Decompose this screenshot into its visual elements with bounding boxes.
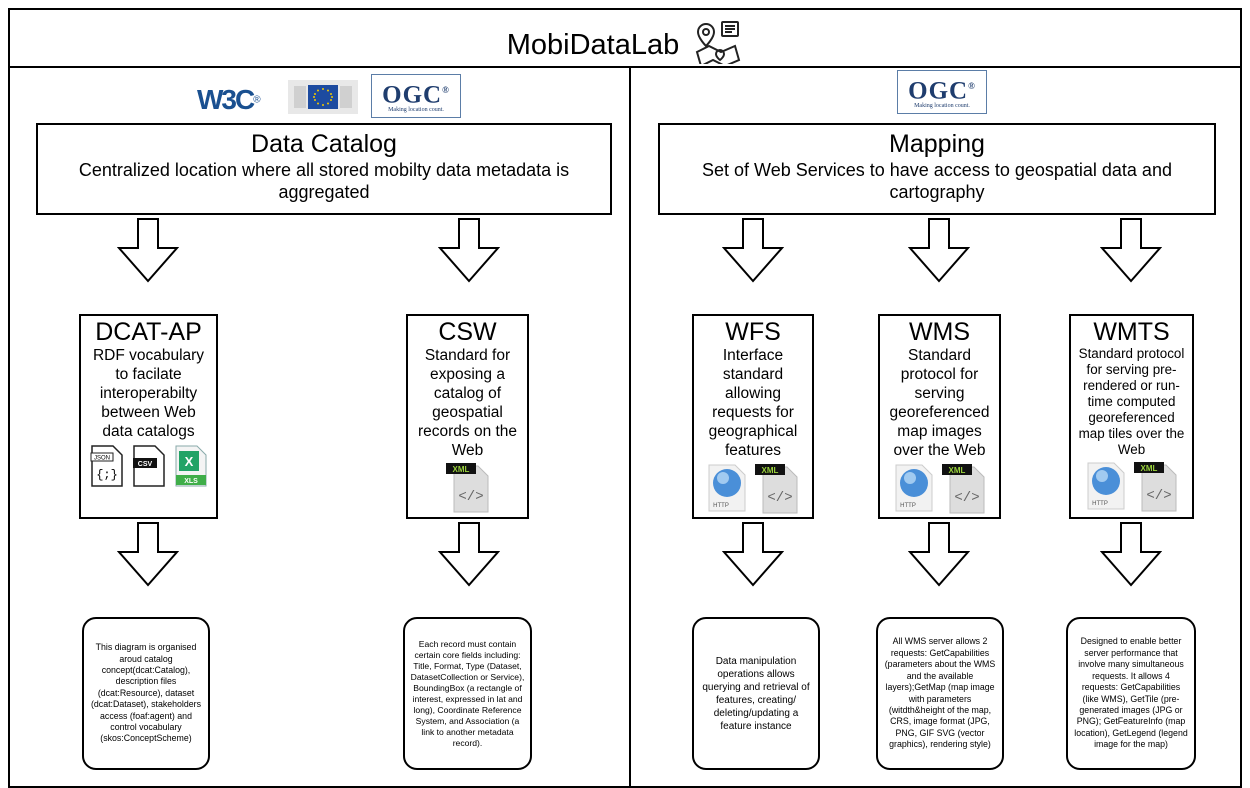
ogc-logo-left: OGC® Making location count. (371, 74, 461, 118)
svg-text:</>: </> (458, 489, 483, 505)
note-text: Designed to enable better server perform… (1074, 636, 1188, 750)
svg-text:HTTP: HTTP (900, 503, 916, 509)
note-text: All WMS server allows 2 requests: GetCap… (884, 636, 996, 750)
note-text: This diagram is organised aroud catalog … (90, 642, 201, 744)
arrow-down (722, 218, 784, 283)
ogc-logo-right: OGC® Making location count. (897, 70, 987, 114)
arrow-down (908, 218, 970, 283)
standard-name: WMS (908, 318, 971, 346)
svg-text:JSON: JSON (93, 456, 109, 462)
csw-note: Each record must contain certain core fi… (403, 617, 532, 770)
wfs-box: WFS Interface standard allowing requests… (692, 314, 814, 519)
wms-note: All WMS server allows 2 requests: GetCap… (876, 617, 1004, 770)
mapping-title: Mapping (889, 130, 985, 158)
arrow-down (1100, 522, 1162, 587)
svg-text:XML: XML (762, 466, 779, 475)
title-row: MobiDataLab (0, 20, 1250, 72)
http-file-icon: HTTP (1087, 462, 1124, 510)
svg-text:</>: </> (1146, 488, 1171, 504)
file-icons: JSON {;} CSV X XLS (85, 445, 212, 487)
w3c-logo: W3C® (197, 84, 261, 115)
page-title: MobiDataLab (506, 28, 680, 61)
map-location-icon (693, 20, 743, 72)
data-catalog-title: Data Catalog (251, 130, 397, 158)
arrow-down (117, 522, 179, 587)
svg-text:HTTP: HTTP (1092, 501, 1108, 507)
arrow-down (908, 522, 970, 587)
svg-text:HTTP: HTTP (713, 503, 729, 509)
wfs-note: Data manipulation operations allows quer… (692, 617, 820, 770)
standard-description: Standard protocol for serving georeferen… (889, 347, 990, 459)
standard-description: RDF vocabulary to facilate interoperabil… (92, 347, 205, 440)
http-file-icon: HTTP (895, 464, 932, 512)
dcat-ap-box: DCAT-AP RDF vocabulary to facilate inter… (79, 314, 218, 519)
file-icons: HTTP XML </> (698, 463, 808, 515)
file-icons: HTTP XML </> (884, 463, 995, 515)
standard-name: CSW (438, 318, 497, 346)
xls-file-icon: X XLS (175, 445, 206, 487)
title-bar (8, 8, 1242, 68)
standard-description: Standard protocol for serving pre-render… (1078, 346, 1185, 457)
svg-text:{;}: {;} (96, 468, 118, 482)
dcat-ap-note: This diagram is organised aroud catalog … (82, 617, 210, 770)
wms-box: WMS Standard protocol for serving georef… (878, 314, 1001, 519)
svg-text:XML: XML (1140, 464, 1157, 473)
svg-text:XML: XML (948, 466, 965, 475)
arrow-down (1100, 218, 1162, 283)
standard-name: DCAT-AP (95, 318, 202, 346)
svg-text:X: X (184, 454, 193, 469)
w3c-registered-mark: ® (253, 94, 261, 106)
standard-name: WMTS (1093, 318, 1170, 346)
column-divider (629, 68, 631, 788)
xml-file-icon: XML </> (1133, 462, 1176, 512)
csw-box: CSW Standard for exposing a catalog of g… (406, 314, 529, 519)
wmts-box: WMTS Standard protocol for serving pre-r… (1069, 314, 1194, 519)
arrow-down (438, 522, 500, 587)
svg-text:XLS: XLS (184, 478, 198, 485)
json-file-icon: JSON {;} (90, 445, 123, 487)
eu-flag-logo (288, 80, 358, 119)
data-catalog-box: Data Catalog Centralized location where … (36, 123, 612, 215)
arrow-down (722, 522, 784, 587)
arrow-down (117, 218, 179, 283)
csv-file-icon: CSV (132, 445, 165, 487)
xml-file-icon: XML </> (755, 464, 798, 514)
svg-text:</>: </> (767, 490, 792, 506)
standard-name: WFS (725, 318, 781, 346)
file-icons: HTTP XML </> (1075, 461, 1188, 513)
arrow-down (438, 218, 500, 283)
file-icons: XML </> (412, 462, 523, 514)
xml-file-icon: XML </> (445, 463, 488, 513)
mapping-description: Set of Web Services to have access to ge… (702, 160, 1172, 202)
standard-description: Standard for exposing a catalog of geosp… (417, 347, 518, 459)
http-file-icon: HTTP (708, 464, 746, 512)
svg-text:CSV: CSV (137, 461, 152, 468)
standard-description: Interface standard allowing requests for… (708, 347, 798, 459)
svg-text:XML: XML (452, 465, 469, 474)
xml-file-icon: XML </> (941, 464, 984, 514)
mapping-box: Mapping Set of Web Services to have acce… (658, 123, 1216, 215)
svg-text:</>: </> (954, 490, 979, 506)
note-text: Each record must contain certain core fi… (410, 638, 525, 748)
wmts-note: Designed to enable better server perform… (1066, 617, 1196, 770)
data-catalog-description: Centralized location where all stored mo… (78, 160, 570, 202)
note-text: Data manipulation operations allows quer… (702, 655, 810, 732)
